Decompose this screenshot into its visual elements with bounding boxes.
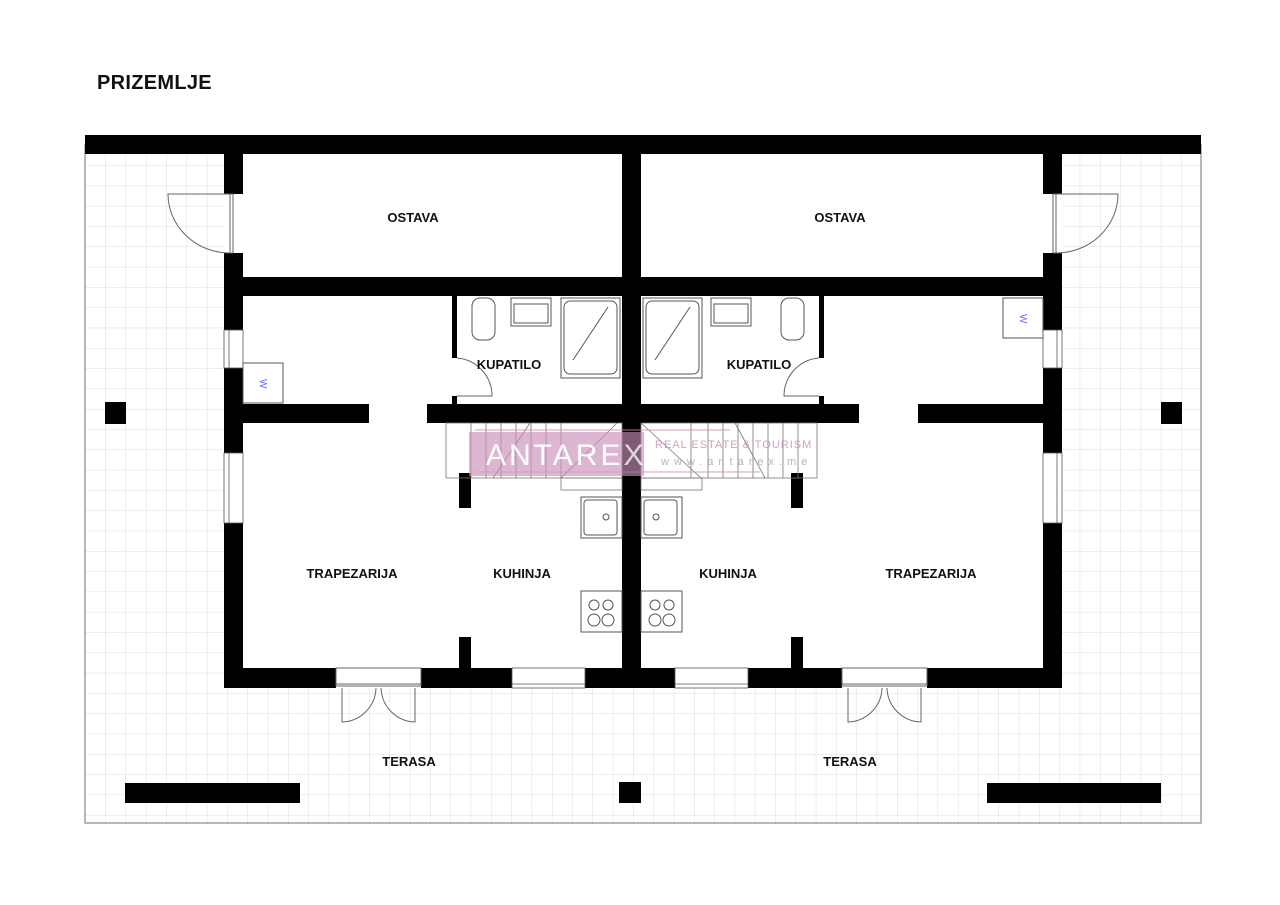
kitchen-fixtures — [580, 496, 683, 633]
toilet-icon — [780, 297, 805, 341]
watermark-brand: ANTAREX — [486, 439, 646, 472]
stove-icon — [640, 590, 683, 633]
windows — [223, 329, 1063, 689]
room-label-ostava-left: OSTAVA — [387, 210, 439, 225]
watermark: ANTAREX REAL ESTATE & TOURISM www.antare… — [469, 429, 812, 476]
room-label-trapezarija-left: TRAPEZARIJA — [306, 566, 398, 581]
watermark-url: www.antarex.me — [660, 456, 812, 468]
room-label-kuhinja-left: KUHINJA — [493, 566, 551, 581]
washing-machine-icon — [242, 362, 284, 404]
room-label-terasa-right: TERASA — [823, 754, 877, 769]
room-label-ostava-right: OSTAVA — [814, 210, 866, 225]
room-label-trapezarija-right: TRAPEZARIJA — [885, 566, 977, 581]
room-label-kuhinja-right: KUHINJA — [699, 566, 757, 581]
room-label-terasa-left: TERASA — [382, 754, 436, 769]
floor-plan-title: PRIZEMLJE — [97, 72, 212, 94]
walls — [85, 135, 1201, 803]
washer-label-left: W — [257, 379, 268, 389]
toilet-icon — [471, 297, 496, 341]
room-label-kupatilo-right: KUPATILO — [727, 357, 792, 372]
room-label-kupatilo-left: KUPATILO — [477, 357, 542, 372]
terrace-grid — [84, 144, 1202, 824]
room-labels: OSTAVA OSTAVA KUPATILO KUPATILO TRAPEZAR… — [306, 210, 977, 769]
doors — [167, 193, 1119, 723]
washing-machine-icon — [1002, 297, 1044, 339]
watermark-tagline: REAL ESTATE & TOURISM — [655, 439, 812, 451]
bathroom-fixtures — [242, 297, 1044, 404]
washer-label-right: W — [1017, 314, 1028, 324]
stove-icon — [580, 590, 623, 633]
